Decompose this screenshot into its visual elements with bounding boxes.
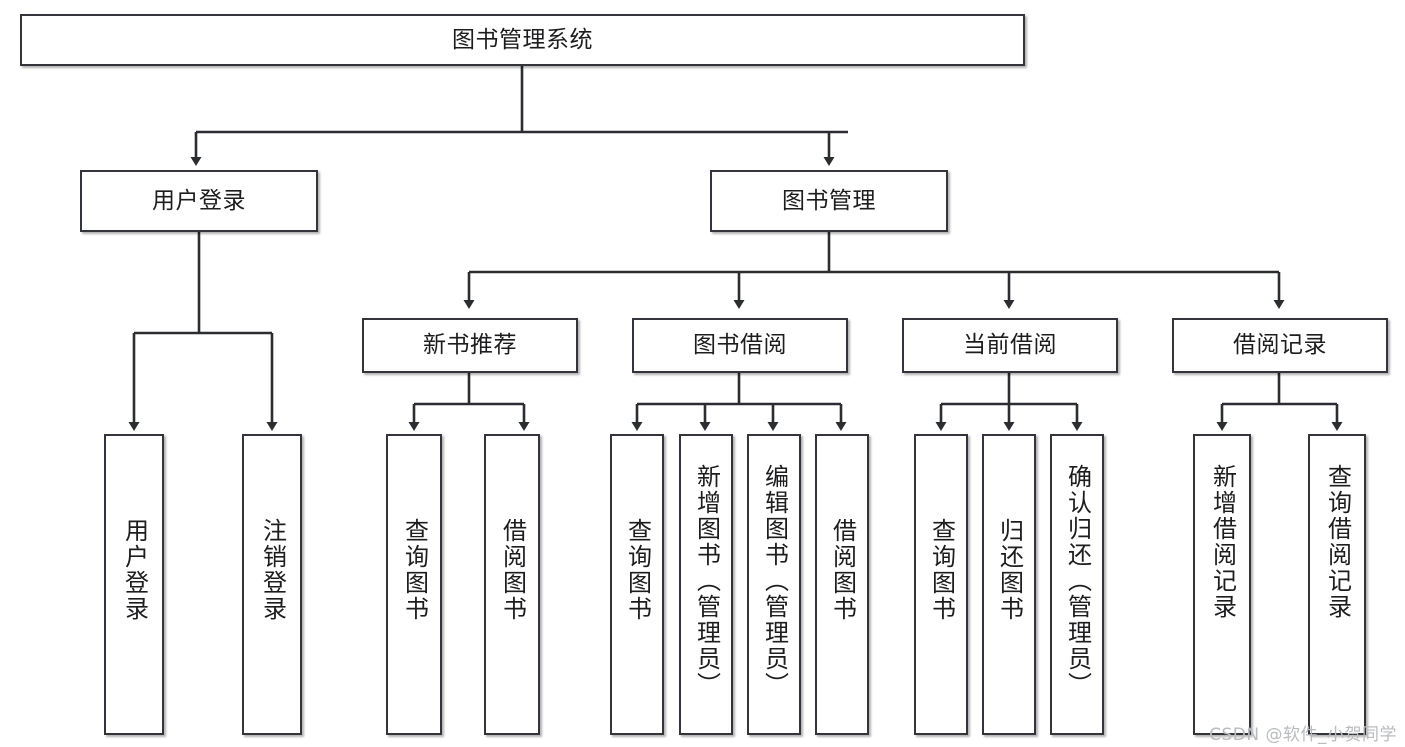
node-leaf-borrow-book-1[interactable]: 借阅图书 (484, 434, 540, 735)
node-leaf-user-login-label: 用户登录 (120, 518, 149, 622)
node-leaf-logout-label: 注销登录 (258, 518, 287, 622)
node-leaf-return-book-label: 归还图书 (995, 518, 1024, 622)
node-book-borrow[interactable]: 图书借阅 (632, 318, 848, 373)
node-user-login[interactable]: 用户登录 (80, 170, 318, 232)
node-leaf-query-book-2-label: 查询图书 (623, 518, 652, 622)
node-leaf-add-record[interactable]: 新增借阅记录 (1193, 434, 1251, 735)
node-root-label: 图书管理系统 (452, 26, 593, 53)
node-leaf-query-record[interactable]: 查询借阅记录 (1308, 434, 1366, 735)
node-current-borrow[interactable]: 当前借阅 (902, 318, 1118, 373)
node-leaf-query-book-2[interactable]: 查询图书 (610, 434, 664, 735)
node-leaf-add-book-label: 新增图书（管理员） (692, 464, 721, 698)
node-leaf-query-book-3[interactable]: 查询图书 (914, 434, 968, 735)
node-leaf-query-book-1[interactable]: 查询图书 (386, 434, 442, 735)
node-new-book-rec-label: 新书推荐 (423, 332, 517, 358)
node-user-login-label: 用户登录 (152, 187, 246, 214)
node-leaf-query-book-3-label: 查询图书 (927, 518, 956, 622)
node-book-manage[interactable]: 图书管理 (710, 170, 948, 232)
node-current-borrow-label: 当前借阅 (963, 332, 1057, 358)
node-book-borrow-label: 图书借阅 (693, 332, 787, 358)
node-leaf-confirm-return-label: 确认归还（管理员） (1063, 464, 1092, 698)
node-new-book-rec[interactable]: 新书推荐 (362, 318, 578, 373)
node-leaf-user-login[interactable]: 用户登录 (104, 434, 164, 735)
node-leaf-edit-book[interactable]: 编辑图书（管理员） (747, 434, 801, 735)
node-leaf-borrow-book-1-label: 借阅图书 (498, 518, 527, 622)
node-leaf-query-record-label: 查询借阅记录 (1323, 464, 1352, 620)
node-leaf-query-book-1-label: 查询图书 (400, 518, 429, 622)
node-leaf-confirm-return[interactable]: 确认归还（管理员） (1050, 434, 1104, 735)
node-leaf-add-record-label: 新增借阅记录 (1208, 464, 1237, 620)
node-leaf-logout[interactable]: 注销登录 (242, 434, 302, 735)
node-leaf-edit-book-label: 编辑图书（管理员） (760, 464, 789, 698)
watermark: CSDN @软件_小贺同学 (1209, 725, 1397, 745)
node-leaf-borrow-book-2[interactable]: 借阅图书 (815, 434, 869, 735)
node-book-manage-label: 图书管理 (782, 187, 876, 214)
node-leaf-return-book[interactable]: 归还图书 (982, 434, 1036, 735)
node-borrow-record[interactable]: 借阅记录 (1172, 318, 1388, 373)
node-borrow-record-label: 借阅记录 (1233, 332, 1327, 358)
node-leaf-borrow-book-2-label: 借阅图书 (828, 518, 857, 622)
node-leaf-add-book[interactable]: 新增图书（管理员） (679, 434, 733, 735)
node-root[interactable]: 图书管理系统 (20, 14, 1025, 66)
